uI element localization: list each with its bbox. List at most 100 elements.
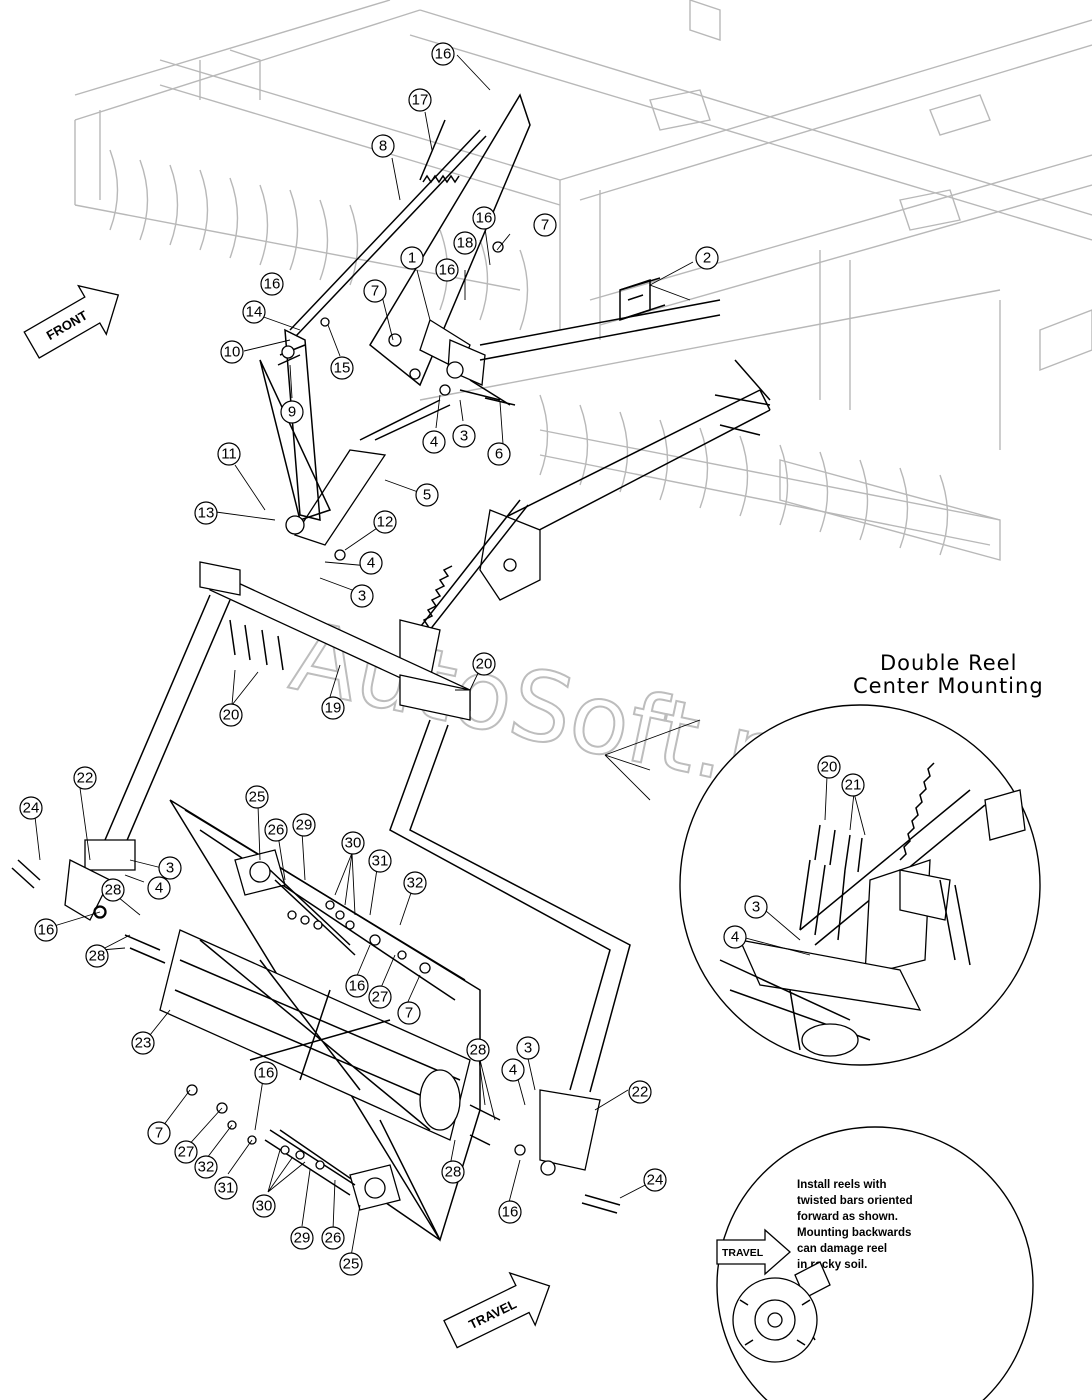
part-callout: 3 xyxy=(516,1036,540,1060)
callout-number: 29 xyxy=(294,1230,311,1247)
callout-number: 3 xyxy=(358,588,366,605)
callout-bubble xyxy=(131,1031,155,1055)
part-callout: 20 xyxy=(817,755,841,779)
callout-bubble xyxy=(422,430,446,454)
right-arm xyxy=(399,359,771,681)
part-callout: 4 xyxy=(359,551,383,575)
callout-number: 4 xyxy=(367,555,375,572)
callout-bubble xyxy=(397,1001,421,1025)
callout-bubble xyxy=(242,300,266,324)
callout-number: 3 xyxy=(460,428,468,445)
part-callout: 10 xyxy=(220,340,244,364)
callout-number: 3 xyxy=(752,899,760,916)
upper-linkage xyxy=(259,93,721,546)
right-tube xyxy=(389,719,631,1176)
callout-bubble xyxy=(264,818,288,842)
part-callout: 22 xyxy=(628,1080,652,1104)
callout-bubble xyxy=(214,1176,238,1200)
part-callout: 16 xyxy=(34,918,58,942)
part-callout: 27 xyxy=(368,985,392,1009)
note-travel-label: TRAVEL xyxy=(722,1247,764,1259)
callout-bubble xyxy=(147,876,171,900)
callout-number: 20 xyxy=(821,759,838,776)
callout-bubble xyxy=(431,42,455,66)
callout-number: 26 xyxy=(325,1230,342,1247)
callout-bubble xyxy=(290,1226,314,1250)
callout-number: 16 xyxy=(476,210,493,227)
part-callout: 14 xyxy=(242,300,266,324)
part-callout: 31 xyxy=(368,849,392,873)
callout-number: 12 xyxy=(377,514,394,531)
part-callout: 32 xyxy=(194,1155,218,1179)
callout-number: 5 xyxy=(423,487,431,504)
callout-number: 20 xyxy=(476,656,493,673)
part-callout: 16 xyxy=(435,258,459,282)
callout-number: 23 xyxy=(135,1035,152,1052)
part-callout: 16 xyxy=(498,1200,522,1224)
part-callout: 27 xyxy=(174,1140,198,1164)
callout-bubble xyxy=(280,400,304,424)
part-callout: 7 xyxy=(533,213,557,237)
note-line: forward as shown. xyxy=(797,1211,898,1223)
callout-bubble xyxy=(415,483,439,507)
callout-number: 4 xyxy=(155,880,163,897)
callout-number: 17 xyxy=(412,92,429,109)
cross-bar xyxy=(199,561,471,721)
callout-number: 16 xyxy=(38,922,55,939)
callout-bubble xyxy=(73,766,97,790)
callout-number: 7 xyxy=(155,1125,163,1142)
part-callout: 11 xyxy=(217,442,241,466)
callout-number: 28 xyxy=(105,882,122,899)
callout-bubble xyxy=(744,895,768,919)
callout-number: 28 xyxy=(445,1164,462,1181)
callout-bubble xyxy=(501,1058,525,1082)
reel xyxy=(159,929,471,1141)
callout-number: 16 xyxy=(439,262,456,279)
part-callout: 20 xyxy=(219,703,243,727)
part-callout: 4 xyxy=(147,876,171,900)
callout-bubble xyxy=(292,813,316,837)
callout-bubble xyxy=(628,1080,652,1104)
callout-bubble xyxy=(260,272,284,296)
part-callout: 26 xyxy=(264,818,288,842)
part-callout: 8 xyxy=(371,134,395,158)
callout-bubble xyxy=(217,442,241,466)
bearing-bottom xyxy=(264,1129,401,1211)
part-callout: 3 xyxy=(158,856,182,880)
callout-number: 30 xyxy=(256,1198,273,1215)
callout-bubble xyxy=(359,551,383,575)
callout-number: 2 xyxy=(703,250,711,267)
callout-number: 16 xyxy=(435,46,452,63)
callout-number: 18 xyxy=(457,235,474,252)
part-callout: 1 xyxy=(400,246,424,270)
part-callout: 17 xyxy=(408,88,432,112)
callout-bubble xyxy=(341,831,365,855)
callout-bubble xyxy=(368,985,392,1009)
detail-circle: Double Reel Center Mounting xyxy=(604,651,1044,1066)
callout-bubble xyxy=(339,1252,363,1276)
callout-bubble xyxy=(350,584,374,608)
note-line: twisted bars oriented xyxy=(797,1195,913,1207)
callout-number: 19 xyxy=(325,700,342,717)
callout-number: 30 xyxy=(345,835,362,852)
part-callout: 16 xyxy=(431,42,455,66)
note-line: Mounting backwards xyxy=(797,1227,911,1239)
part-callout: 30 xyxy=(252,1194,276,1218)
callout-bubble xyxy=(34,918,58,942)
callout-bubble xyxy=(400,246,424,270)
callout-bubble xyxy=(498,1200,522,1224)
part-callout: 24 xyxy=(643,1168,667,1192)
callout-number: 16 xyxy=(264,276,281,293)
detail-title-line2: Center Mounting xyxy=(853,674,1044,698)
note-line: can damage reel xyxy=(797,1243,887,1255)
callout-bubble xyxy=(441,1160,465,1184)
leader-lines xyxy=(33,54,866,1263)
part-callout: 18 xyxy=(453,231,477,255)
front-arrow: FRONT xyxy=(23,284,120,359)
callout-bubble xyxy=(817,755,841,779)
part-callout: 9 xyxy=(280,400,304,424)
callout-bubble xyxy=(435,258,459,282)
callout-bubble xyxy=(254,1061,278,1085)
